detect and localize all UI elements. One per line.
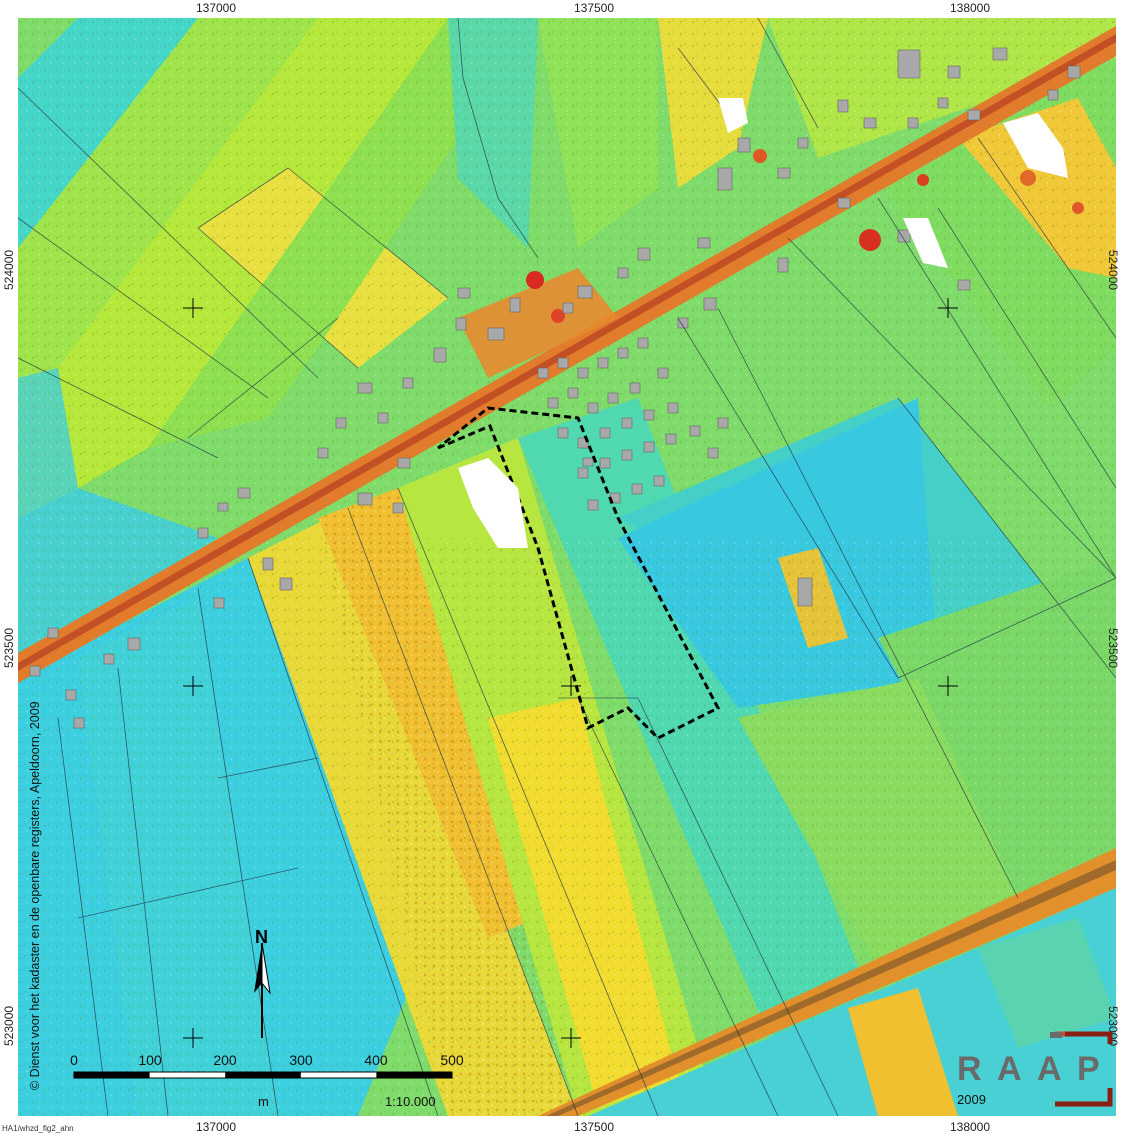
grid-y-label-left: 523500: [2, 627, 16, 668]
grid-crosses: [183, 298, 958, 1048]
logo-year: 2009: [957, 1092, 986, 1107]
parcel-lines: [18, 18, 1116, 1116]
svg-text:P: P: [1077, 1050, 1100, 1088]
file-id: HA1/whzd_fig2_ahn: [2, 1124, 74, 1133]
raap-logo: R A A P: [955, 1030, 1115, 1110]
canal-strip: [538, 848, 1116, 1116]
scale-unit: m: [258, 1094, 269, 1109]
svg-text:R: R: [957, 1050, 982, 1088]
north-label: N: [255, 927, 268, 947]
grid-x-label-bottom: 137000: [195, 1120, 237, 1134]
scale-label: 500: [440, 1052, 464, 1068]
map-credit: © Dienst voor het kadaster en de openbar…: [28, 701, 42, 1090]
buildings: [29, 47, 1081, 729]
no-data-patches: [458, 98, 1068, 548]
svg-text:A: A: [1037, 1050, 1062, 1088]
scale-label: 100: [138, 1052, 162, 1068]
study-area-outline[interactable]: [437, 406, 721, 740]
north-arrow-icon: [254, 942, 271, 1038]
scale-ratio: 1:10.000: [385, 1094, 436, 1109]
scale-label: 400: [364, 1052, 388, 1068]
grid-y-label-left: 523000: [2, 1005, 16, 1046]
grid-x-label-bottom: 137500: [573, 1120, 615, 1134]
svg-text:A: A: [997, 1050, 1022, 1088]
grid-y-label-right: 524000: [1106, 250, 1120, 291]
grid-x-label-top: 138000: [949, 1, 991, 15]
scale-bar: [73, 1071, 453, 1079]
scale-label: 200: [213, 1052, 237, 1068]
scale-label: 0: [70, 1052, 78, 1068]
elevation-peaks: [526, 149, 1084, 323]
scale-label: 300: [289, 1052, 313, 1068]
grid-y-label-right: 523500: [1106, 628, 1120, 669]
grid-x-label-top: 137000: [195, 1, 237, 15]
grid-x-label-bottom: 138000: [949, 1120, 991, 1134]
grid-y-label-left: 524000: [2, 249, 16, 290]
grid-x-label-top: 137500: [573, 1, 615, 15]
elevation-map[interactable]: [18, 18, 1116, 1116]
